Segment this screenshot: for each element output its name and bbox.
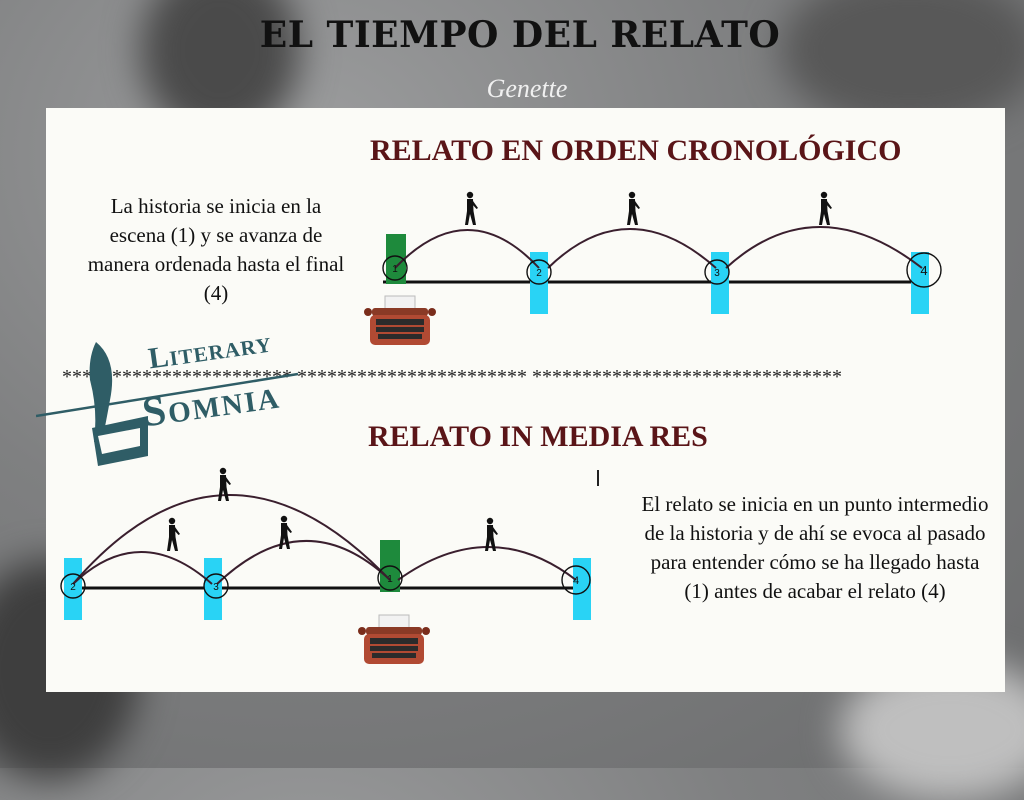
chrono-arc [394,229,540,269]
chrono-arc [725,226,923,269]
page-title: EL TIEMPO DEL RELATO [259,14,781,56]
media-res-arc [216,540,391,585]
chrono-node-label: 4 [920,263,927,278]
media-res-diagram: 2 3 1 4 [60,467,591,665]
typewriter-icon [357,614,431,665]
media-res-marker-2 [64,558,82,620]
chrono-marker-1 [386,234,406,284]
media-res-node-1-circle [377,565,403,591]
chrono-arc [547,228,717,269]
media-res-arc [397,546,577,581]
walker-icon [465,191,478,225]
media-res-marker-4 [573,558,591,620]
literary-somnia-logo: Literary Somnia [36,326,306,475]
quill-book-icon [36,342,299,466]
chrono-description: La historia se inicia en la escena (1) y… [87,194,345,305]
chrono-section-title: RELATO EN ORDEN CRONOLÓGICO [370,134,902,167]
chrono-node-4-circle [906,252,942,288]
text-cursor [597,470,599,486]
timeline-diagrams: 1 2 3 4 2 3 1 4 [60,191,942,665]
walker-icon [627,191,640,225]
chrono-node-label: 3 [714,268,720,279]
section-separator: *********************** ****************… [62,366,842,388]
media-res-section-title: RELATO IN MEDIA RES [368,420,708,453]
media-res-node-3-circle [203,573,229,599]
chrono-node-1-circle [382,255,408,281]
chrono-node-label: 1 [392,264,398,275]
walker-icon [167,517,180,551]
media-res-node-label: 4 [573,575,579,587]
chrono-diagram: 1 2 3 4 [363,191,942,346]
media-res-description: El relato se inicia en un punto intermed… [641,492,989,603]
page-subtitle: Genette [486,74,568,103]
media-res-arc [72,551,213,585]
media-res-node-4-circle [561,565,591,595]
chrono-node-3-circle [704,259,730,285]
media-res-node-label: 3 [213,582,219,593]
chrono-node-2-circle [526,259,552,285]
media-res-node-label: 1 [387,574,393,585]
chrono-node-label: 2 [536,268,542,279]
media-res-node-label: 2 [70,582,76,593]
typewriter-icon [363,295,437,346]
chrono-marker-4 [911,252,929,314]
media-res-arc [72,494,391,585]
media-res-node-2-circle [60,573,86,599]
walker-icon [819,191,832,225]
chrono-marker-2 [530,252,548,314]
